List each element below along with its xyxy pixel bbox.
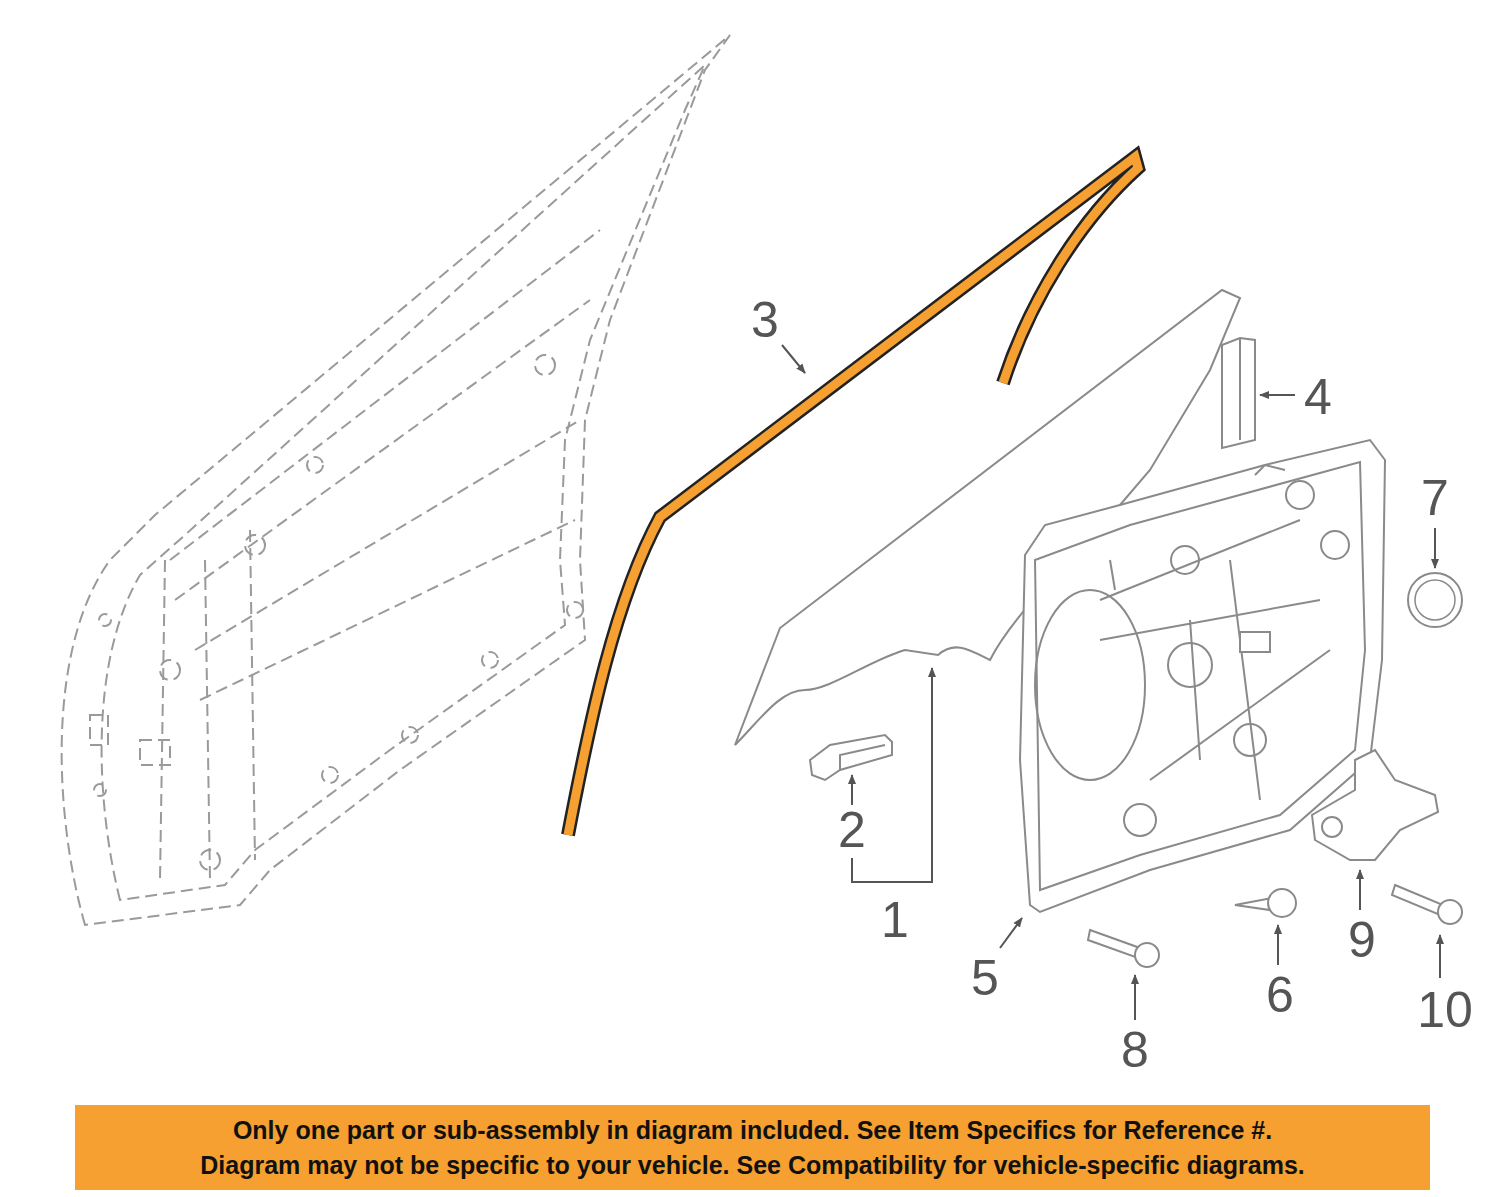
callout-number: 2 xyxy=(838,805,866,855)
callout-number: 1 xyxy=(881,895,909,945)
callout-number: 10 xyxy=(1417,985,1473,1035)
leader-lines xyxy=(782,345,1440,1020)
callout-number: 3 xyxy=(751,295,779,345)
grommet xyxy=(1408,573,1462,627)
notice-banner: Only one part or sub-assembly in diagram… xyxy=(75,1105,1430,1190)
callout-number: 5 xyxy=(971,953,999,1003)
callout-number: 4 xyxy=(1304,372,1332,422)
door-frame xyxy=(62,35,730,925)
fasteners xyxy=(1088,885,1462,967)
callout-number: 7 xyxy=(1421,473,1449,523)
callout-number: 9 xyxy=(1348,915,1376,965)
callout-number: 8 xyxy=(1121,1025,1149,1075)
glass-clip xyxy=(810,735,892,780)
callout-number: 6 xyxy=(1266,970,1294,1020)
notice-text: Only one part or sub-assembly in diagram… xyxy=(233,1113,1272,1148)
notice-text: Diagram may not be specific to your vehi… xyxy=(200,1148,1305,1183)
glass-channel xyxy=(1222,338,1255,448)
window-motor xyxy=(1312,750,1438,860)
